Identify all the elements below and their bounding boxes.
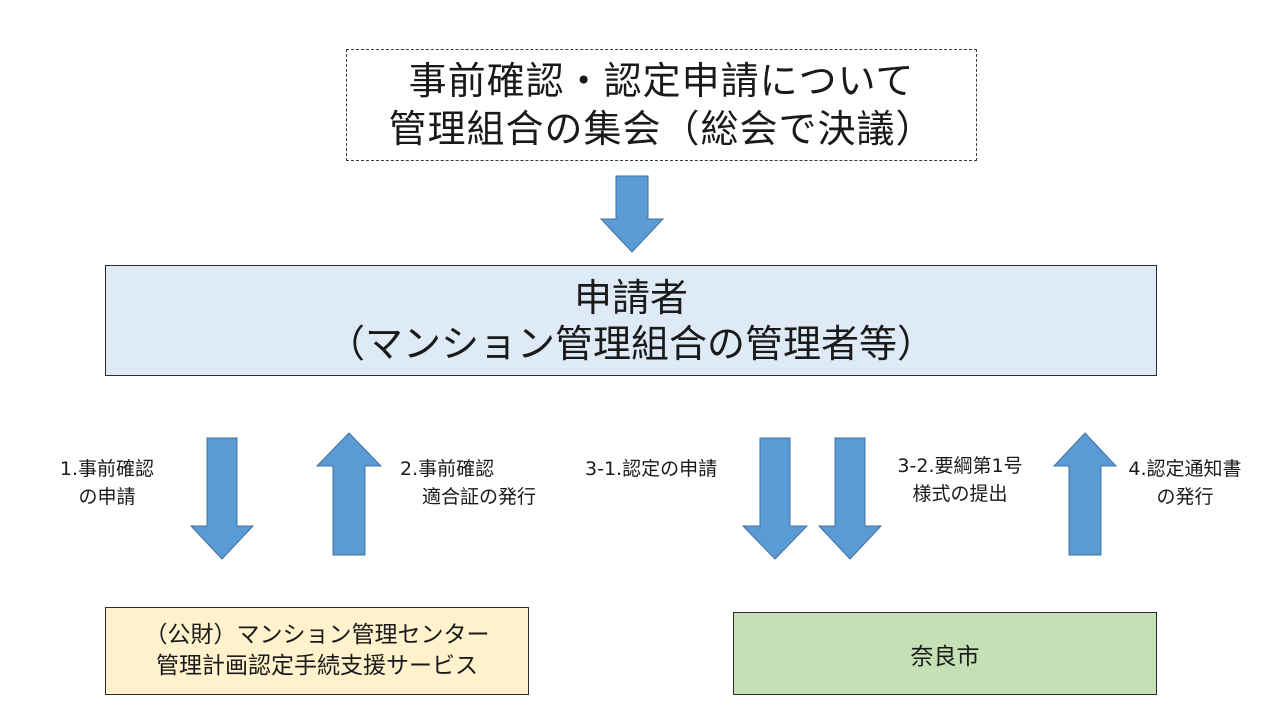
association-meeting-line1: 事前確認・認定申請について <box>408 59 915 103</box>
step2-up-arrow <box>315 432 383 556</box>
applicant-subtitle: （マンション管理組合の管理者等） <box>326 321 935 366</box>
step3-1-down-arrow <box>741 437 809 560</box>
step4-label: 4.認定通知書 の発行 <box>1128 458 1242 508</box>
step3-2-down-arrow <box>817 437 883 560</box>
management-center-line1: （公財）マンション管理センター <box>144 622 490 648</box>
step3-1-label: 3-1.認定の申請 <box>585 458 718 480</box>
nara-city-label: 奈良市 <box>910 643 980 670</box>
step1-down-arrow <box>189 437 255 560</box>
step2-label: 2.事前確認 適合証の発行 <box>400 458 537 508</box>
step1-label: 1.事前確認 の申請 <box>59 458 155 508</box>
step4-up-arrow <box>1052 432 1118 556</box>
step3-2-label: 3-2.要綱第1号 様式の提出 <box>897 455 1023 505</box>
association-meeting-line2: 管理組合の集会（総会で決議） <box>388 107 935 151</box>
management-center-box: （公財）マンション管理センター 管理計画認定手続支援サービス <box>105 607 529 695</box>
applicant-box: 申請者 （マンション管理組合の管理者等） <box>105 265 1157 376</box>
association-meeting-box: 事前確認・認定申請について 管理組合の集会（総会で決議） <box>346 49 977 161</box>
meeting-to-applicant-arrow <box>599 175 665 253</box>
applicant-title: 申請者 <box>573 275 688 320</box>
nara-city-box: 奈良市 <box>733 612 1157 695</box>
management-center-line2: 管理計画認定手続支援サービス <box>156 653 478 679</box>
